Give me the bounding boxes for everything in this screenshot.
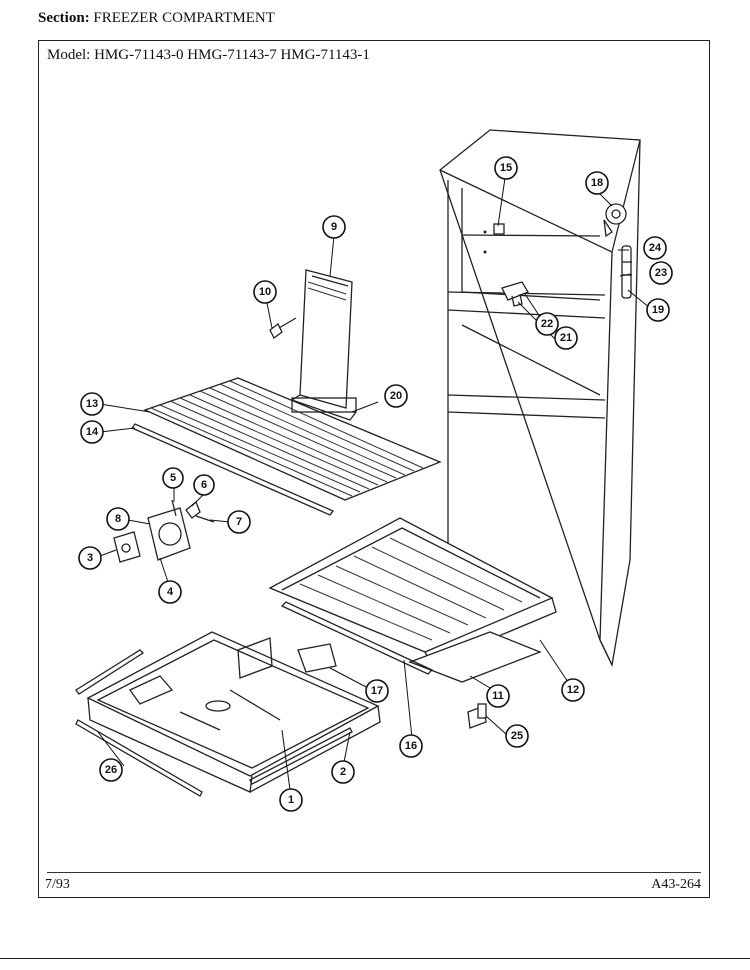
freezer-floor-pan <box>86 631 381 793</box>
model-numbers: HMG-71143-0 HMG-71143-7 HMG-71143-1 <box>94 47 370 63</box>
svg-text:6: 6 <box>201 479 207 491</box>
svg-text:1: 1 <box>288 794 294 806</box>
callout-17: 17 <box>365 679 389 703</box>
section-title: Section: FREEZER COMPARTMENT <box>38 10 275 27</box>
svg-text:7: 7 <box>236 516 242 528</box>
small-bracket <box>467 703 487 729</box>
callout-5: 5 <box>162 467 184 489</box>
callout-2: 2 <box>331 760 355 784</box>
callout-1: 1 <box>279 788 303 812</box>
model-label: Model: <box>47 47 91 63</box>
callout-8: 8 <box>106 507 130 531</box>
callout-20: 20 <box>384 384 408 408</box>
callout-12: 12 <box>561 678 585 702</box>
svg-text:17: 17 <box>371 685 383 697</box>
leader-lines <box>97 177 651 791</box>
svg-text:19: 19 <box>652 304 664 316</box>
svg-text:16: 16 <box>405 740 417 752</box>
callout-15: 15 <box>494 156 518 180</box>
svg-text:11: 11 <box>492 690 504 702</box>
wire-shelf <box>130 377 442 516</box>
screw <box>269 317 297 339</box>
svg-text:9: 9 <box>331 221 337 233</box>
svg-text:5: 5 <box>170 472 176 484</box>
svg-text:24: 24 <box>649 242 662 254</box>
callout-9: 9 <box>322 215 346 239</box>
svg-text:2: 2 <box>340 766 346 778</box>
svg-text:4: 4 <box>167 586 174 598</box>
callout-23: 23 <box>649 261 673 285</box>
diagram-frame: Model: HMG-71143-0 HMG-71143-7 HMG-71143… <box>38 40 710 898</box>
door-hinge-assembly <box>603 203 632 299</box>
section-value: FREEZER COMPARTMENT <box>93 10 275 26</box>
page-bottom-rule <box>0 958 750 959</box>
svg-text:20: 20 <box>390 390 402 402</box>
svg-text:23: 23 <box>655 267 667 279</box>
section-label: Section: <box>38 10 90 26</box>
svg-text:26: 26 <box>105 764 117 776</box>
svg-text:18: 18 <box>591 177 603 189</box>
svg-text:22: 22 <box>541 318 553 330</box>
svg-text:25: 25 <box>511 730 523 742</box>
callout-14: 14 <box>80 420 104 444</box>
callout-26: 26 <box>99 758 123 782</box>
callout-22: 22 <box>535 312 559 336</box>
side-rail-right <box>249 727 353 785</box>
footer-rule <box>47 872 701 873</box>
callout-19: 19 <box>646 298 670 322</box>
callout-10: 10 <box>253 280 277 304</box>
callout-25: 25 <box>505 724 529 748</box>
svg-text:8: 8 <box>115 513 121 525</box>
revision-date: 7/93 <box>45 877 70 892</box>
model-line: Model: HMG-71143-0 HMG-71143-7 HMG-71143… <box>47 47 370 64</box>
evaporator-cover <box>290 269 357 421</box>
svg-text:21: 21 <box>560 332 572 344</box>
callout-21: 21 <box>554 326 578 350</box>
fan-motor-assembly <box>113 499 215 563</box>
svg-text:13: 13 <box>86 398 98 410</box>
svg-text:15: 15 <box>500 162 512 174</box>
callout-3: 3 <box>78 546 102 570</box>
svg-text:3: 3 <box>87 552 93 564</box>
shelf-frame <box>268 517 557 683</box>
svg-text:14: 14 <box>86 426 99 438</box>
document-number: A43-264 <box>651 877 701 892</box>
callout-11: 11 <box>486 684 510 708</box>
callout-7: 7 <box>227 510 251 534</box>
callout-18: 18 <box>585 171 609 195</box>
svg-text:12: 12 <box>567 684 579 696</box>
svg-text:10: 10 <box>259 286 271 298</box>
callout-24: 24 <box>643 236 667 260</box>
callout-4: 4 <box>158 580 182 604</box>
freezer-cabinet <box>439 129 641 668</box>
callout-16: 16 <box>399 734 423 758</box>
side-rail-left <box>75 649 203 797</box>
callout-6: 6 <box>193 474 215 496</box>
callout-13: 13 <box>80 392 104 416</box>
